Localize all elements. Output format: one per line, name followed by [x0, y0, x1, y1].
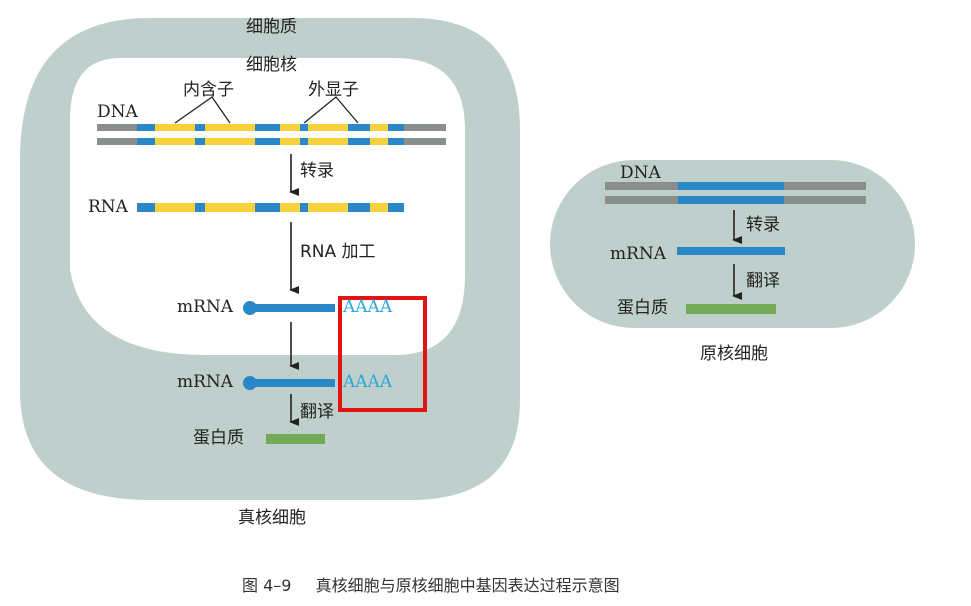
eukaryote-protein [266, 434, 325, 444]
prokaryote-mrna-label: mRNA [610, 244, 667, 264]
eukaryote-cell-name: 真核细胞 [238, 508, 306, 528]
prokaryote-transcription-label: 转录 [746, 215, 780, 235]
prokaryote-cell-name: 原核细胞 [700, 344, 768, 364]
eukaryote-protein-label: 蛋白质 [193, 428, 244, 448]
intron-callout [174, 96, 231, 124]
figure-number: 图 4–9 [242, 576, 292, 595]
eukaryote-pre-rna [137, 203, 404, 212]
polya-tail-cytoplasm: AAAA [343, 372, 393, 392]
translation-label: 翻译 [300, 402, 334, 422]
intron-label: 内含子 [183, 80, 234, 100]
prokaryote-translation-label: 翻译 [746, 271, 780, 291]
nucleus-label: 细胞核 [246, 55, 297, 75]
eukaryote-mrna-cytoplasm [243, 376, 335, 390]
mrna-label-cytoplasm: mRNA [177, 372, 234, 392]
prokaryote-dna-label: DNA [620, 163, 661, 183]
dna-strand-bottom [97, 138, 446, 145]
eukaryote-mrna-nucleus [243, 301, 335, 315]
mrna-label-nucleus: mRNA [177, 297, 234, 317]
exon-label: 外显子 [308, 80, 359, 100]
rna-label: RNA [88, 197, 128, 217]
cytoplasm-label: 细胞质 [246, 17, 297, 37]
eukaryote-dna [97, 124, 446, 145]
prokaryote-mrna [677, 247, 785, 255]
dna-strand-top [97, 124, 446, 131]
prokaryote-protein [686, 304, 776, 314]
eukaryote-dna-label: DNA [97, 102, 138, 122]
rna-processing-label: RNA 加工 [300, 242, 376, 262]
figure-caption: 图 4–9 真核细胞与原核细胞中基因表达过程示意图 [242, 572, 620, 596]
transcription-label: 转录 [300, 161, 334, 181]
prokaryote-dna [605, 182, 866, 204]
polya-tail-nucleus: AAAA [343, 297, 393, 317]
exon-callout [303, 96, 359, 124]
figure-caption-text: 真核细胞与原核细胞中基因表达过程示意图 [315, 576, 620, 595]
polya-highlight-box [338, 296, 427, 412]
prokaryote-protein-label: 蛋白质 [617, 298, 668, 318]
